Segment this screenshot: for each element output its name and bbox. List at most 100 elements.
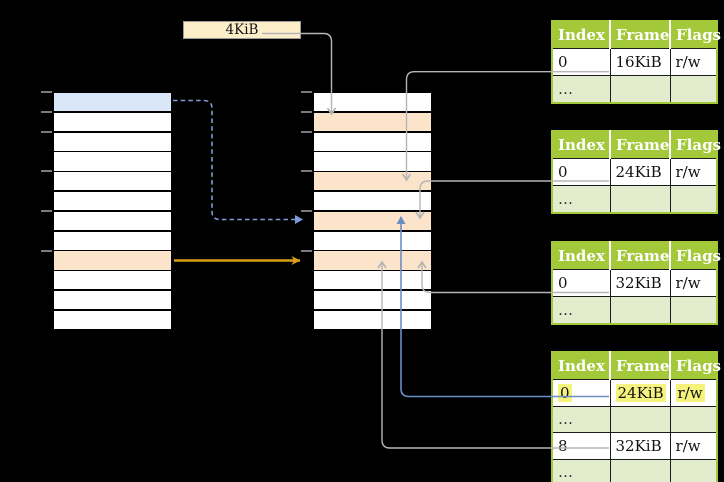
- column-header: Index: [552, 131, 610, 159]
- column-header: Frame: [609, 131, 670, 159]
- table-cell: …: [551, 75, 611, 104]
- memory-row: [314, 271, 431, 290]
- table-cell: 24KiB: [609, 158, 671, 186]
- table-cell: [669, 458, 718, 482]
- table-cell: r/w: [669, 158, 718, 186]
- table-row: …: [551, 75, 718, 104]
- memory-row: [54, 231, 171, 250]
- table-cell: …: [551, 405, 611, 433]
- memory-row: [314, 290, 431, 310]
- table-row: 0 24KiB r/w: [551, 379, 718, 407]
- table-cell: 0: [551, 48, 611, 76]
- memory-row: [314, 211, 431, 231]
- table-cell: …: [551, 458, 611, 482]
- address-tick: [301, 170, 312, 172]
- table-row: …: [551, 296, 718, 325]
- table-cell: [669, 185, 718, 214]
- table-cell: r/w: [669, 269, 718, 297]
- column-header: Index: [552, 242, 610, 270]
- memory-row: [54, 152, 171, 171]
- address-tick: [41, 131, 52, 133]
- page-size-label-text: 4KiB: [225, 22, 259, 38]
- table-cell: [669, 296, 718, 325]
- memory-row: [54, 271, 171, 290]
- table-cell: 32KiB: [609, 269, 671, 297]
- address-tick: [41, 170, 52, 172]
- address-tick: [301, 131, 312, 133]
- column-header: Flags: [669, 21, 721, 49]
- memory-row: [54, 93, 171, 112]
- address-tick: [41, 111, 52, 113]
- table-cell: [609, 405, 671, 433]
- table-cell: [669, 405, 718, 433]
- table-cell: 0: [551, 158, 611, 186]
- address-tick: [301, 91, 312, 93]
- table-cell: 16KiB: [609, 48, 671, 76]
- memory-row: [314, 251, 431, 270]
- memory-row: [54, 251, 171, 270]
- address-tick: [41, 210, 52, 212]
- highlighted-value: r/w: [675, 383, 705, 402]
- table-cell: 0: [551, 379, 611, 407]
- level2-page-table: [313, 92, 432, 330]
- memory-row: [54, 290, 171, 310]
- memory-row: [54, 310, 171, 330]
- highlighted-value: 24KiB: [615, 383, 666, 402]
- column-header: Flags: [669, 131, 721, 159]
- column-header: Flags: [669, 352, 721, 380]
- column-header: Frame: [609, 21, 670, 49]
- table-cell: 32KiB: [609, 432, 671, 460]
- address-tick: [301, 111, 312, 113]
- table-cell: …: [551, 296, 611, 325]
- table-cell: r/w: [669, 379, 718, 407]
- memory-row: [314, 112, 431, 132]
- memory-row: [54, 191, 171, 211]
- column-header: Index: [552, 352, 610, 380]
- memory-row: [314, 132, 431, 151]
- memory-row: [314, 310, 431, 330]
- table-cell: [609, 185, 671, 214]
- table-cell: …: [551, 185, 611, 214]
- memory-row: [314, 93, 431, 112]
- table-row: …: [551, 458, 718, 482]
- table-cell: [609, 458, 671, 482]
- table-cell: r/w: [669, 432, 718, 460]
- memory-row: [54, 172, 171, 191]
- table-cell: [609, 296, 671, 325]
- column-header: Frame: [609, 352, 670, 380]
- memory-row: [314, 231, 431, 250]
- address-tick: [301, 210, 312, 212]
- table-row: …: [551, 185, 718, 214]
- table-cell: [669, 75, 718, 104]
- table-cell: r/w: [669, 48, 718, 76]
- arrow-blue-page-to-l2-row7: [173, 99, 303, 224]
- address-tick: [301, 250, 312, 252]
- column-header: Flags: [669, 242, 721, 270]
- memory-row: [54, 112, 171, 132]
- table-cell: [609, 75, 671, 104]
- address-tick: [41, 91, 52, 93]
- highlighted-value: 0: [558, 383, 572, 402]
- column-header: Index: [552, 21, 610, 49]
- column-header: Frame: [609, 242, 670, 270]
- memory-row: [54, 211, 171, 231]
- memory-row: [314, 191, 431, 211]
- table-cell: 24KiB: [609, 379, 671, 407]
- address-tick: [41, 250, 52, 252]
- table-row: …: [551, 405, 718, 433]
- memory-row: [54, 132, 171, 151]
- table-cell: 8: [551, 432, 611, 460]
- table-cell: 0: [551, 269, 611, 297]
- memory-row: [314, 152, 431, 171]
